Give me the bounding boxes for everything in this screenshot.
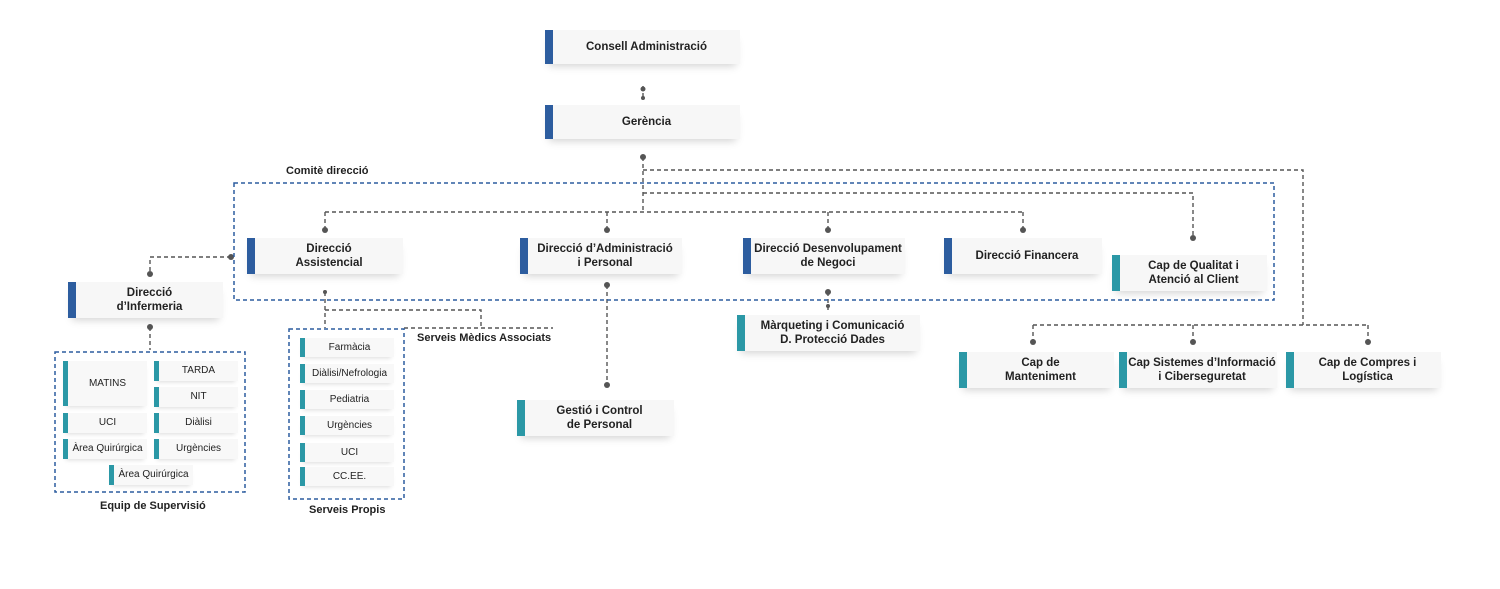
node-gerencia: Gerència [545,105,740,139]
node-accent-bar [63,439,68,459]
node-accent-bar [300,467,305,486]
node-label: Màrqueting i Comunicació D. Protecció Da… [760,320,905,346]
supervisio-item-nit: NIT [154,387,238,407]
node-cap-compres: Cap de Compres i Logística [1286,352,1441,388]
node-accent-bar [68,282,76,318]
node-label: Cap de Compres i Logística [1318,357,1417,383]
node-accent-bar [109,465,114,485]
node-label: NIT [190,391,207,402]
node-label: Cap Sistemes d’Informació i Ciberseguret… [1128,357,1276,383]
propis-item-urgencies: Urgències [300,416,394,435]
node-accent-bar [63,413,68,433]
node-label: Àrea Quirúrgica [72,443,143,454]
node-accent-bar [154,361,159,381]
node-label: Consell Administració [586,41,707,53]
node-accent-bar [959,352,967,388]
comite-direccio-label: Comitè direcció [286,165,369,177]
node-accent-bar [1112,255,1120,291]
node-cap-manteniment: Cap de Manteniment [959,352,1114,388]
node-label: UCI [98,417,117,428]
node-label: Gestió i Control de Personal [556,405,643,431]
supervisio-item-matins: MATINS [63,361,147,406]
serveis-propis-frame [288,328,405,500]
equip-supervisio-label: Equip de Supervisió [100,500,206,512]
node-label: Diàlisi/Nefrologia [311,367,388,379]
node-accent-bar [1119,352,1127,388]
node-label: CC.EE. [332,470,367,482]
node-gestio-control-personal: Gestió i Control de Personal [517,400,674,436]
supervisio-item-dialisi: Diàlisi [154,413,238,433]
node-marqueting-comunicacio: Màrqueting i Comunicació D. Protecció Da… [737,315,920,351]
node-label: Urgències [175,443,222,454]
equip-supervisio-frame [54,351,246,493]
node-direccio-desenvolupament: Direcció Desenvolupament de Negoci [743,238,905,274]
node-accent-bar [300,416,305,435]
node-label: Direcció Desenvolupament de Negoci [754,243,902,269]
node-accent-bar [944,238,952,274]
supervisio-item-tarda: TARDA [154,361,238,381]
serveis-propis-label: Serveis Propis [309,504,386,516]
node-label: Cap de Qualitat i Atenció al Client [1148,260,1239,286]
node-direccio-infermeria: Direcció d’Infermeria [68,282,223,318]
node-accent-bar [63,361,68,406]
node-accent-bar [300,390,305,409]
node-direccio-financera: Direcció Financera [944,238,1102,274]
node-label: Farmàcia [328,341,371,353]
node-label: Direcció Financera [975,250,1079,262]
node-label: Gerència [621,116,672,128]
node-accent-bar [154,387,159,407]
node-accent-bar [154,439,159,459]
serveis-medics-associats-label: Serveis Mèdics Associats [417,332,552,344]
supervisio-item-uci: UCI [63,413,147,433]
node-label: Direcció d’Administració i Personal [537,243,673,269]
node-accent-bar [300,443,305,462]
node-accent-bar [545,105,553,139]
node-label: TARDA [181,365,216,376]
node-label: Àrea Quirúrgica [118,469,189,480]
node-accent-bar [520,238,528,274]
node-cap-sistemes: Cap Sistemes d’Informació i Ciberseguret… [1119,352,1277,388]
node-accent-bar [743,238,751,274]
node-direccio-administracio: Direcció d’Administració i Personal [520,238,682,274]
node-label: UCI [340,446,359,458]
propis-item-farmacia: Farmàcia [300,338,394,357]
node-label: Cap de Manteniment [1005,357,1076,383]
node-accent-bar [300,338,305,357]
supervisio-item-area-quirurgica-2: Àrea Quirúrgica [109,465,193,485]
node-accent-bar [300,364,305,383]
node-consell-administracio: Consell Administració [545,30,740,64]
node-accent-bar [154,413,159,433]
propis-item-dialisi-nefrologia: Diàlisi/Nefrologia [300,364,394,383]
node-direccio-assistencial: Direcció Assistencial [247,238,403,274]
node-label: Urgències [326,419,373,431]
node-label: Direcció d’Infermeria [116,287,183,313]
node-accent-bar [517,400,525,436]
node-accent-bar [737,315,745,351]
node-label: Direcció Assistencial [295,243,363,269]
propis-item-ccee: CC.EE. [300,467,394,486]
propis-item-pediatria: Pediatria [300,390,394,409]
supervisio-item-area-quirurgica: Àrea Quirúrgica [63,439,147,459]
comite-direccio-frame [233,182,1275,301]
node-label: Diàlisi [185,417,212,428]
node-label: MATINS [88,377,127,389]
supervisio-item-urgencies: Urgències [154,439,238,459]
node-accent-bar [247,238,255,274]
node-accent-bar [545,30,553,64]
node-accent-bar [1286,352,1294,388]
propis-item-uci: UCI [300,443,394,462]
node-label: Pediatria [329,393,370,405]
node-cap-qualitat: Cap de Qualitat i Atenció al Client [1112,255,1267,291]
